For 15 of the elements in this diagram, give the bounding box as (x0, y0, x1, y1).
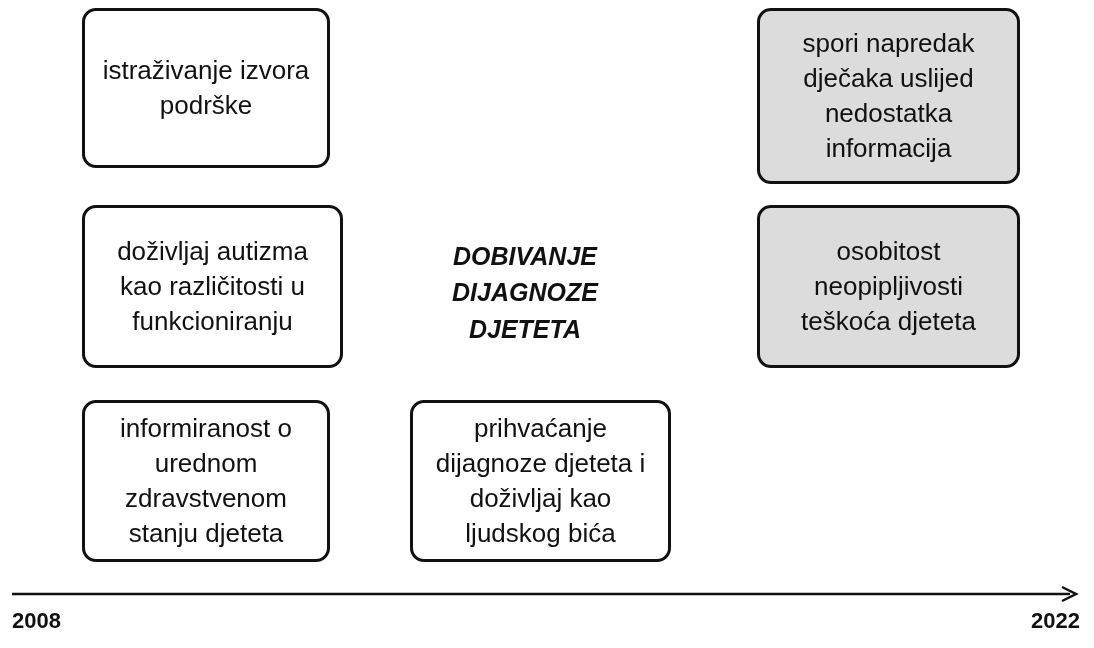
theme-box (410, 400, 671, 562)
theme-text: prihvaćanje dijagnoze djeteta i doživljaj kao ljudskog bića (434, 411, 647, 551)
theme-text: spori napredak dječaka uslijed nedostatka informacija (801, 26, 976, 166)
theme-text: istraživanje izvora podrške (101, 53, 311, 122)
central-heading: DOBIVANJE DIJAGNOZE DJETETA (451, 241, 600, 345)
theme-text: osobitost neopipljivosti teškoća djeteta (800, 234, 977, 339)
theme-box (82, 8, 330, 168)
theme-box (757, 205, 1020, 368)
theme-box (757, 8, 1020, 184)
theme-box (82, 400, 330, 562)
year-label: 2022 (1030, 607, 1080, 635)
theme-text: informiranost o urednom zdravstvenom stanju djeteta (119, 411, 293, 551)
theme-box (82, 205, 343, 368)
year-label: 2008 (12, 607, 62, 635)
theme-text: doživljaj autizma kao različitosti u funkcioniranju (116, 234, 309, 339)
